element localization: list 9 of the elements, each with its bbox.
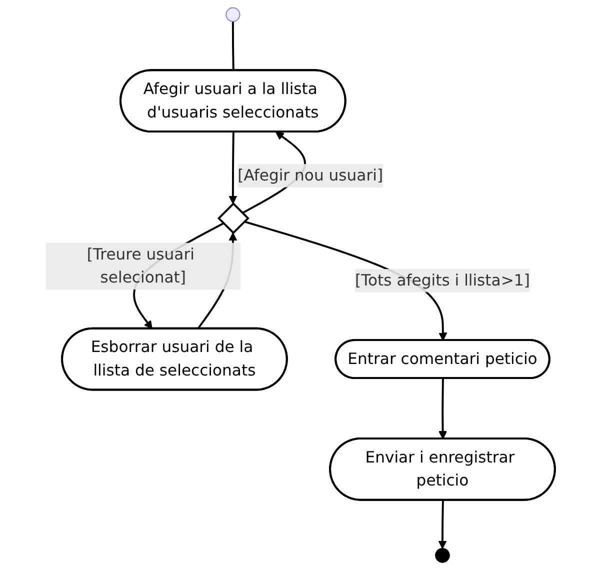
edge-label: [Treure usuari selecionat] bbox=[87, 244, 195, 287]
edge-label: [Afegir nou usuari] bbox=[238, 166, 384, 184]
edge-label: [Tots afegits i llista>1] bbox=[355, 270, 530, 290]
node-diamond bbox=[218, 202, 250, 234]
node-circle bbox=[226, 7, 240, 22]
connector bbox=[232, 21, 235, 71]
arrow bbox=[228, 132, 238, 204]
arrow bbox=[438, 378, 448, 440]
arrow bbox=[438, 500, 447, 549]
